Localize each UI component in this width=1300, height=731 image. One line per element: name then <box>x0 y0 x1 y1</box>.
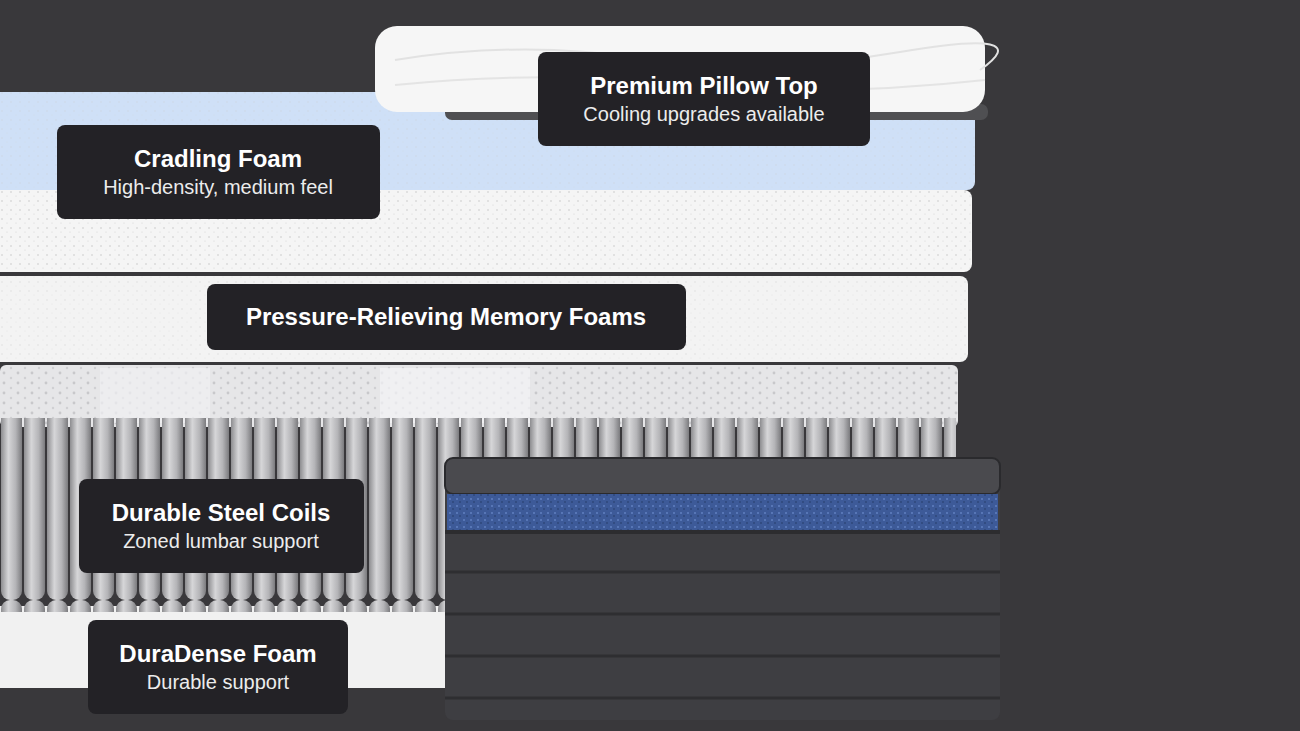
label-box: Cradling FoamHigh-density, medium feel <box>57 125 380 219</box>
layer-title: Durable Steel Coils <box>112 497 331 528</box>
mattress-body <box>445 458 1000 720</box>
mattress-blue-band <box>447 494 998 530</box>
memory-foam-layer <box>0 276 968 362</box>
mattress-stripe <box>445 697 1000 700</box>
foam-texture <box>0 276 968 362</box>
zone-patch <box>100 368 210 423</box>
mattress-stripe <box>445 613 1000 616</box>
layer-title: DuraDense Foam <box>119 638 316 669</box>
layer-title: Cradling Foam <box>134 143 302 174</box>
layer-note: Cooling upgrades available <box>583 101 824 128</box>
layer-note: High-density, medium feel <box>103 174 333 201</box>
label-box: DuraDense FoamDurable support <box>88 620 348 714</box>
mattress-stripe <box>445 655 1000 658</box>
coil-top-fabric <box>0 365 958 427</box>
mattress-seam <box>445 530 1000 534</box>
layer-title: Pressure-Relieving Memory Foams <box>246 301 646 332</box>
mattress-top-rim <box>445 458 1000 494</box>
mattress-stripe <box>445 571 1000 574</box>
zone-patch <box>380 368 530 423</box>
label-box: Durable Steel CoilsZoned lumbar support <box>79 479 364 573</box>
label-box: Pressure-Relieving Memory Foams <box>207 284 686 350</box>
layer-note: Zoned lumbar support <box>123 528 319 555</box>
layer-note: Durable support <box>147 669 289 696</box>
label-box: Premium Pillow TopCooling upgrades avail… <box>538 52 870 146</box>
layer-title: Premium Pillow Top <box>590 70 818 101</box>
